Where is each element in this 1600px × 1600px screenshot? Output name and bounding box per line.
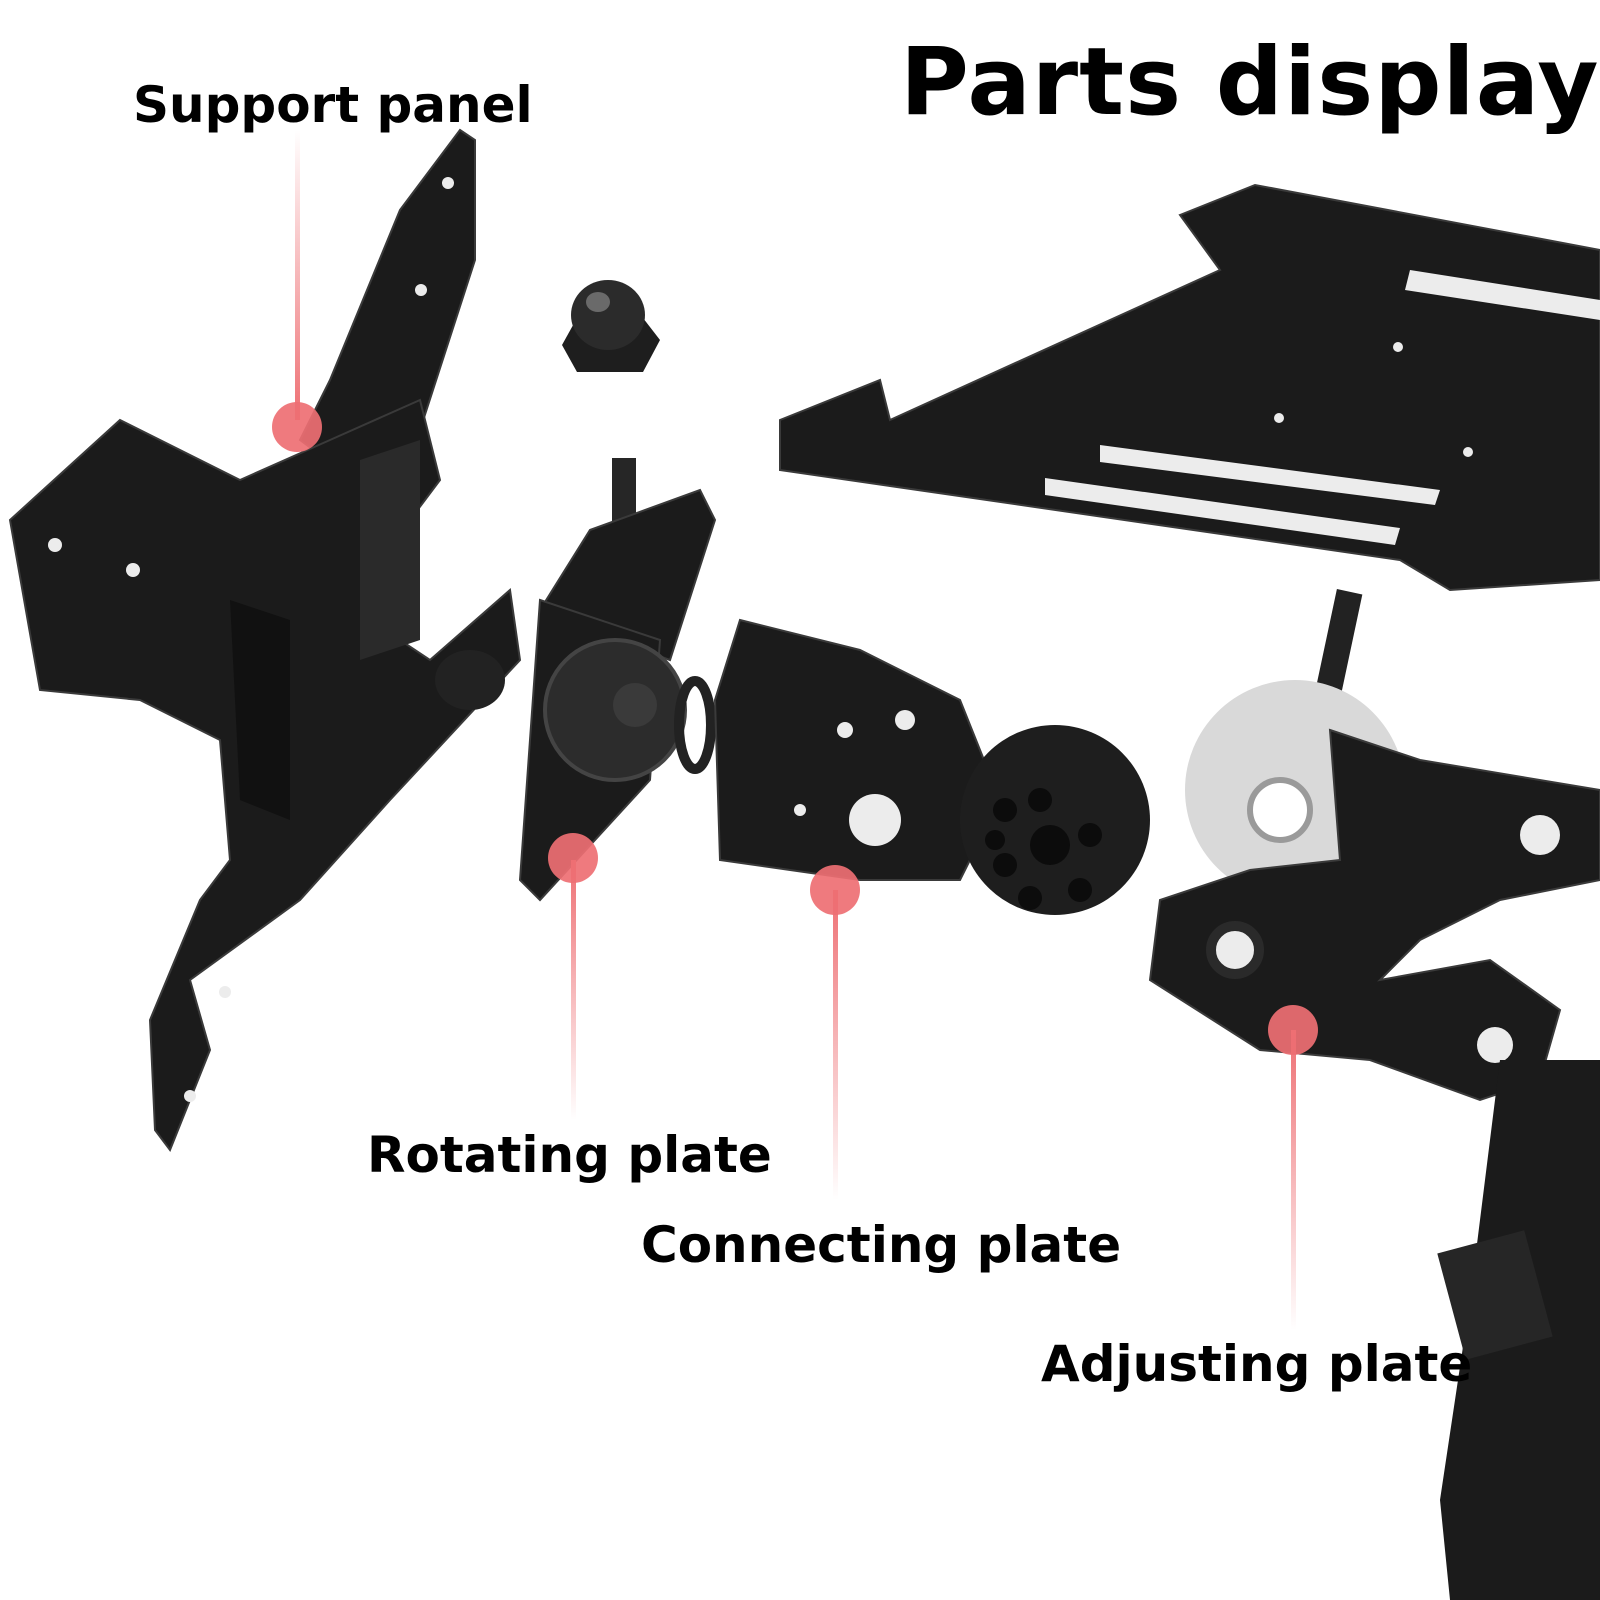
support-panel: [8, 128, 522, 1153]
cap-nut: [562, 280, 660, 372]
rotating-plate: [435, 458, 717, 902]
page-title: Parts display: [900, 28, 1600, 137]
connecting-plate-label: Connecting plate: [641, 1216, 1122, 1274]
rotating-plate-label: Rotating plate: [367, 1126, 772, 1184]
callout-markers: [272, 130, 1318, 1330]
connecting-plate-marker: [810, 865, 860, 915]
rotating-plate-leader: [571, 860, 576, 1120]
support-panel-label: Support panel: [133, 76, 533, 134]
adjusting-plate-marker: [1268, 1005, 1318, 1055]
laptop-tray: [779, 183, 1600, 592]
adjusting-plate-leader: [1291, 1030, 1296, 1330]
rotating-plate-marker: [548, 833, 598, 883]
adjusting-plate: [1148, 680, 1600, 1102]
support-panel-leader: [295, 130, 300, 420]
connecting-plate-leader: [833, 890, 838, 1200]
connecting-plate: [674, 618, 1150, 915]
adjusting-plate-label: Adjusting plate: [1041, 1335, 1473, 1393]
support-panel-marker: [272, 402, 322, 452]
lower-arm: [1437, 1060, 1600, 1600]
